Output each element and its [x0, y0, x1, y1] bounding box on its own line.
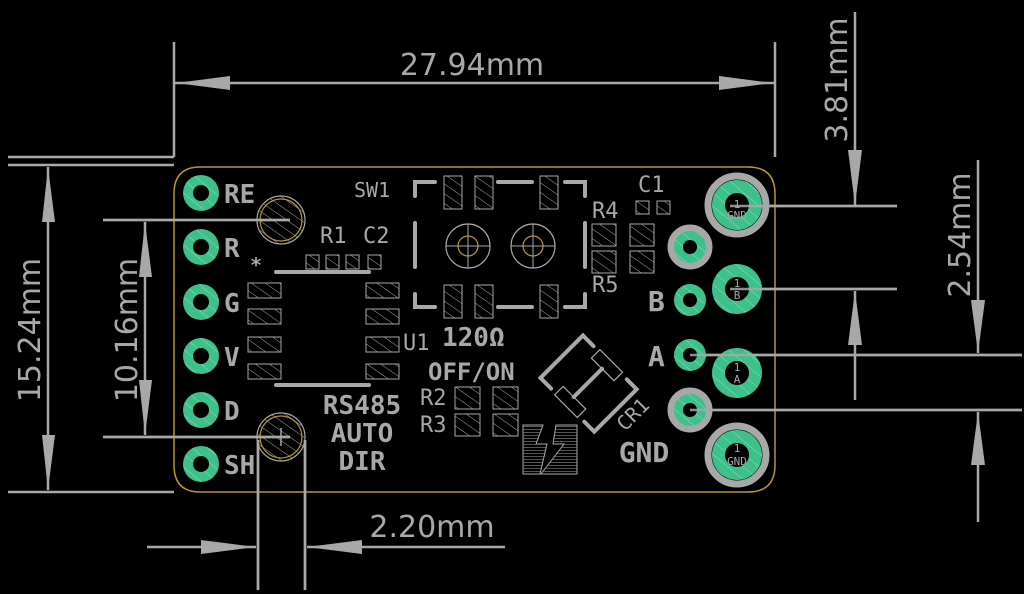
- svg-text:1: 1: [734, 442, 741, 455]
- cr1-label: CR1: [612, 393, 655, 436]
- pin-b[interactable]: B: [648, 284, 706, 318]
- r4-label: R4: [592, 199, 619, 224]
- pin-label-g: G: [224, 289, 240, 319]
- pin-label-a: A: [648, 340, 665, 373]
- left-header: RE R * G V D SH: [183, 175, 262, 482]
- board-outline: [173, 166, 776, 493]
- pin-label-r: R: [224, 234, 240, 264]
- pin-label-d: D: [224, 397, 240, 427]
- switch-state-label: OFF/ON: [428, 358, 515, 386]
- c2-label: C2: [363, 224, 390, 249]
- pin-gnd[interactable]: GND: [619, 387, 713, 469]
- termination-label: 120Ω: [442, 323, 505, 353]
- sw1-post-left: [445, 223, 491, 269]
- svg-text:GND: GND: [727, 209, 747, 222]
- pin-label-re: RE: [224, 180, 255, 210]
- sw1-switch[interactable]: SW1: [354, 175, 587, 319]
- dimension-width: 27.94mm: [8, 42, 777, 159]
- r5-label: R5: [592, 273, 619, 298]
- pin-v[interactable]: V: [183, 338, 240, 374]
- r3-label: R3: [420, 413, 447, 438]
- svg-text:1: 1: [734, 277, 741, 290]
- svg-text:1: 1: [734, 198, 741, 211]
- dimension-hole-offset-label: 2.20mm: [369, 510, 494, 545]
- sw1-post-right: [510, 223, 556, 269]
- pin-top-extra[interactable]: [667, 224, 713, 270]
- pin1-marker: *: [250, 253, 262, 277]
- board-title: RS485 AUTO DIR: [323, 391, 401, 477]
- r2-label: R2: [420, 386, 447, 411]
- dimension-top-offset-label: 3.81mm: [820, 17, 855, 142]
- extension-lines: [103, 204, 1022, 590]
- cr1-diode: [537, 332, 640, 435]
- r2-r3-group: R2 R3: [420, 386, 519, 438]
- dimension-width-label: 27.94mm: [400, 48, 544, 83]
- c1-group: C1: [635, 173, 671, 215]
- r1-pad: [305, 254, 320, 270]
- pin-g[interactable]: G: [183, 284, 240, 320]
- svg-text:1: 1: [734, 361, 741, 374]
- dimension-height: 15.24mm: [8, 163, 174, 494]
- pin-r[interactable]: R *: [183, 229, 262, 277]
- pin-label-b: B: [648, 285, 665, 318]
- title-line-3: DIR: [339, 447, 386, 477]
- pin-d[interactable]: D: [183, 392, 240, 428]
- dimension-pin-pitch-label: 2.54mm: [943, 172, 978, 297]
- lightning-logo-icon: [522, 424, 578, 475]
- r4-r5-group: R4 R5: [591, 199, 655, 298]
- svg-text:GND: GND: [727, 455, 747, 468]
- right-header: B A GND: [619, 224, 713, 469]
- terminal-block: 1 GND 1 B 1 A 1 GND: [704, 172, 770, 488]
- u1-label: U1: [403, 331, 430, 356]
- pin-label-v: V: [224, 343, 240, 373]
- dimension-height-label: 15.24mm: [13, 258, 48, 402]
- c2-pad: [367, 254, 382, 270]
- title-line-2: AUTO: [331, 419, 394, 449]
- terminal-pad-gnd-bottom[interactable]: 1 GND: [704, 422, 770, 488]
- pin-sh[interactable]: SH: [183, 446, 255, 482]
- r1-label: R1: [320, 224, 347, 249]
- pin-label-gnd: GND: [619, 436, 670, 469]
- dimension-pin-span: 10.16mm: [103, 218, 290, 439]
- dimension-pin-span-label: 10.16mm: [110, 258, 145, 402]
- dimension-top-offset: 3.81mm: [730, 12, 897, 208]
- pin-re[interactable]: RE: [183, 175, 255, 211]
- svg-text:A: A: [734, 373, 741, 386]
- pin-label-sh: SH: [224, 451, 255, 481]
- title-line-1: RS485: [323, 391, 401, 421]
- r1-c2-group: R1 C2: [305, 224, 390, 270]
- u1-ic: U1: [247, 270, 430, 387]
- c1-label: C1: [638, 173, 665, 198]
- sw1-label: SW1: [354, 178, 390, 202]
- terminal-pad-a[interactable]: 1 A: [712, 348, 762, 398]
- c2-pad: [345, 254, 360, 270]
- r1-pad: [325, 254, 340, 270]
- svg-text:B: B: [734, 289, 741, 302]
